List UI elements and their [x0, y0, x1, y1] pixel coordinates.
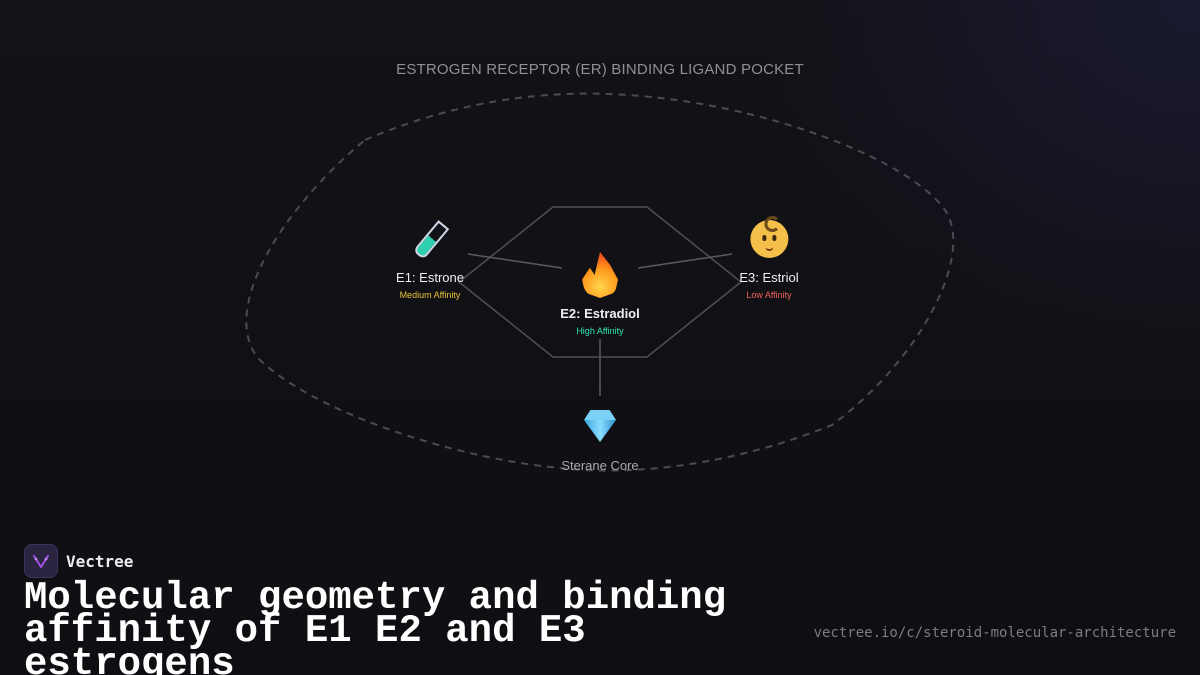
brand[interactable]: Vectree	[24, 544, 133, 578]
pocket-outline	[245, 92, 955, 472]
connector-e1-e2	[467, 253, 563, 269]
brand-name: Vectree	[66, 551, 134, 571]
node-e3-estriol: E3: Estriol Low Affinity	[739, 216, 799, 300]
node-label: E2: Estradiol	[560, 306, 640, 321]
node-e2-estradiol: E2: Estradiol High Affinity	[560, 250, 640, 336]
node-e1-estrone: E1: Estrone Medium Affinity	[396, 218, 464, 300]
gem-icon	[561, 408, 638, 452]
test-tube-icon	[396, 218, 464, 264]
node-sterane-core: Sterane Core	[561, 408, 639, 473]
steroid-ring-outline	[457, 206, 743, 358]
page-title: Molecular geometry and binding affinity …	[24, 576, 727, 675]
affinity-label: Medium Affinity	[399, 290, 461, 300]
node-label: E1: Estrone	[396, 270, 464, 285]
affinity-label: High Affinity	[576, 326, 624, 336]
page-url[interactable]: vectree.io/c/steroid-molecular-architect…	[813, 625, 1176, 641]
fire-icon	[560, 250, 639, 302]
node-label: E3: Estriol	[739, 270, 799, 285]
vectree-logo-icon	[24, 544, 58, 578]
diagram-title: ESTROGEN RECEPTOR (ER) BINDING LIGAND PO…	[396, 61, 804, 78]
baby-face-icon	[739, 216, 798, 264]
node-label: Sterane Core	[561, 458, 639, 473]
affinity-label: Low Affinity	[746, 290, 792, 300]
connector-e3-e2	[637, 253, 733, 269]
